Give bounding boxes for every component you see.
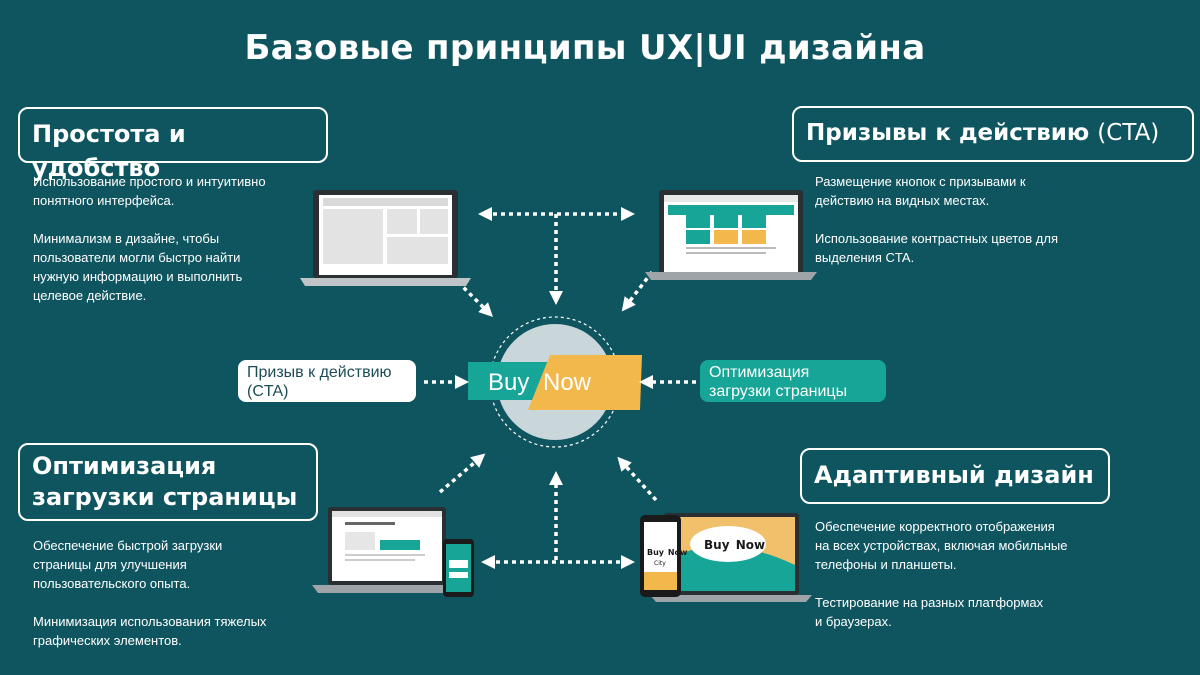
laptop-phone-image: [312, 507, 474, 597]
now-label: Now: [543, 369, 592, 396]
description-cta: Размещение кнопок с призывами к действию…: [815, 174, 1059, 265]
heading-cta-suffix: (CTA): [1097, 120, 1160, 146]
arrow-bottom-left-diag: [438, 453, 486, 494]
heading-simplicity: Простота и удобство: [18, 107, 328, 182]
description-adaptive: Обеспечение корректного отображения на в…: [815, 519, 1068, 629]
adaptive-devices-image: Buy Now Buy Now City: [640, 513, 812, 602]
phone-buy-now-text: Buy Now: [647, 548, 688, 557]
heading-optimization-label: Оптимизация загрузки страницы: [32, 452, 298, 511]
heading-cta: Призывы к действию (CTA): [792, 106, 1194, 162]
laptop-wireframe-image: [300, 190, 471, 286]
phone-city-text: City: [654, 560, 666, 567]
page-title: Базовые принципы UX|UI дизайна: [244, 28, 926, 68]
arrows: [424, 207, 696, 569]
heading-optimization: Оптимизация загрузки страницы: [18, 443, 318, 521]
heading-adaptive: Адаптивный дизайн: [800, 448, 1110, 504]
heading-simplicity-label: Простота и удобство: [32, 120, 186, 182]
buy-now-button[interactable]: Buy Now: [468, 355, 642, 410]
arrow-bottom-right-diag: [617, 456, 658, 502]
arrow-top-right-diag: [621, 270, 654, 312]
buy-label: Buy: [488, 369, 529, 396]
optimization-pill: Оптимизация загрузки страницы: [700, 360, 886, 402]
mockup-buy-now-text: Buy Now: [704, 538, 765, 552]
cta-pill: Призыв к действию (CTA): [238, 360, 416, 402]
heading-adaptive-label: Адаптивный дизайн: [814, 461, 1094, 489]
cta-pill-label: Призыв к действию (CTA): [247, 364, 392, 400]
description-optimization: Обеспечение быстрой загрузки страницы дл…: [33, 538, 267, 648]
laptop-cta-image: [645, 190, 817, 280]
arrow-top-left-diag: [456, 280, 493, 317]
optimization-pill-label: Оптимизация загрузки страницы: [709, 364, 848, 400]
description-simplicity: Использование простого и интуитивно поня…: [33, 174, 266, 303]
heading-cta-label: Призывы к действию: [806, 120, 1090, 146]
